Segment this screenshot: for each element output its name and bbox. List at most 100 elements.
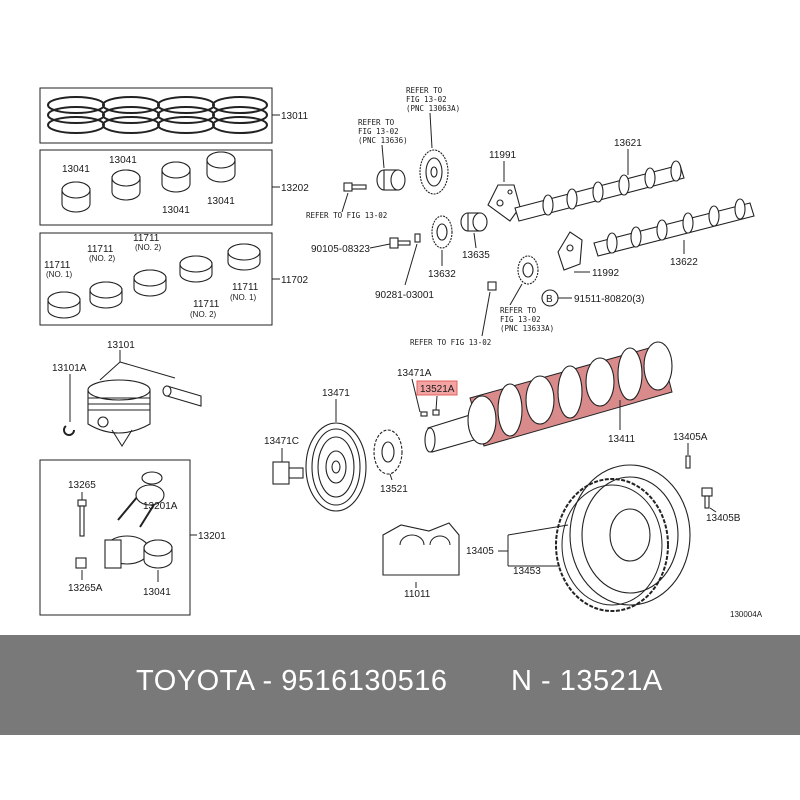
label-13265a: 13265A [68,583,103,594]
piston-pin-icon [162,385,202,407]
label-90105-08323: 90105-08323 [311,244,370,255]
piston-icon [87,379,151,447]
label-13632: 13632 [428,269,456,280]
label-11711-e: 11711 [232,282,259,293]
figure-code-130004a: 130004A [730,610,763,619]
label-13265: 13265 [68,480,96,491]
label-11991: 11991 [489,150,517,161]
label-11711-c-no: (NO. 2) [135,243,162,252]
label-11711-e-no: (NO. 1) [230,293,257,302]
label-11711-d-no: (NO. 2) [190,310,217,319]
label-11702: 11702 [281,275,309,286]
piston-ring-icon [47,96,268,134]
label-13622: 13622 [670,257,698,268]
camshaft-1-icon [514,160,685,222]
label-13201a: 13201A [143,501,178,512]
spacer-icon [376,169,406,191]
sprocket-icon [517,255,539,285]
bearing-shell-icon [47,243,261,319]
crankshaft-group[interactable]: 13471A 13521A 13411 13471 [264,341,763,619]
refer-label-2c: (PNC 13636) [358,136,408,145]
label-13521: 13521 [380,484,408,495]
label-13101a: 13101A [52,363,87,374]
refer-label-2a: REFER TO [358,118,395,127]
connecting-rod-icon [104,471,165,569]
label-11711-b: 11711 [87,244,114,255]
parts-exploded-diagram: 13011 13202 13041 13041 13041 13041 [39,86,763,619]
small-bolt-2-icon [487,281,497,291]
refer-label-2b: FIG 13-02 [358,127,399,136]
rod-bolt-icon [77,499,87,537]
label-90281-03001: 90281-03001 [375,290,434,301]
ring-gear-icon [555,478,669,612]
highlight-13521a[interactable]: 13521A [416,380,458,396]
label-13405a: 13405A [673,432,708,443]
label-11711-c: 11711 [133,233,160,244]
pulley-bolt-icon [272,461,304,485]
label-13041-a: 13041 [62,164,90,175]
bearing-box-11702[interactable]: 11702 11711 (NO. 1) 11711 (NO. 2) 11711 … [39,232,309,326]
label-11711-a: 11711 [44,260,71,271]
caption-bar: TOYOTA - 9516130516 N - 13521A [0,635,800,735]
connecting-rod-box[interactable]: 13201 13265 13201A 13265A 13041 [39,459,226,616]
camshaft-2-icon [593,198,755,257]
label-11711-b-no: (NO. 2) [89,254,116,263]
pin-icon [414,233,421,243]
piston-rings-box[interactable]: 13011 [39,87,309,144]
dowel-pin-icon [685,455,691,469]
bracket-icon [487,184,521,222]
refer-label-4a: REFER TO [500,306,537,315]
label-13621: 13621 [614,138,642,149]
cam-gear-icon [419,149,449,195]
label-13201: 13201 [198,531,226,542]
crank-pulley-icon [305,422,367,512]
reference-number-text: N - 13521A [511,665,663,697]
flywheel-icon [569,464,691,606]
refer-label-3: REFER TO FIG 13-02 [306,211,387,220]
refer-label-4c: (PNC 13633A) [500,324,554,333]
label-13011: 13011 [281,111,309,122]
label-13041-b: 13041 [109,155,137,166]
bolt-icon [343,182,367,192]
label-13041-rod: 13041 [143,587,171,598]
bracket-2-icon [557,231,583,271]
label-11011: 11011 [404,589,431,600]
bushing-box-13202[interactable]: 13202 13041 13041 13041 13041 [39,149,309,226]
refer-label-1b: FIG 13-02 [406,95,447,104]
label-13202: 13202 [281,183,309,194]
refer-label-1a: REFER TO [406,86,443,95]
label-13041-d: 13041 [207,196,235,207]
gear-icon [431,215,453,249]
tensioner-icon [460,212,488,232]
label-13471: 13471 [322,388,350,399]
rod-nut-icon [75,557,87,569]
label-11711-a-no: (NO. 1) [46,270,73,279]
label-11711-d: 11711 [193,299,220,310]
main-bearing-cap-icon [382,522,460,576]
marker-b-icon: B [541,289,559,307]
label-11992: 11992 [592,268,620,279]
flywheel-bolt-icon [701,487,713,509]
camshaft-timing-group[interactable]: REFER TO FIG 13-02 (PNC 13063A) REFER TO… [306,86,755,347]
label-13521a-highlighted: 13521A [420,384,455,395]
key-icon [420,409,440,417]
refer-label-5: REFER TO FIG 13-02 [410,338,491,347]
label-13471c: 13471C [264,436,299,447]
highlight-box [416,380,458,396]
small-bolt-icon [389,237,411,249]
label-13635: 13635 [462,250,490,261]
refer-label-1c: (PNC 13063A) [406,104,460,113]
label-13041-c: 13041 [162,205,190,216]
label-91511-80820: 91511-80820(3) [574,294,644,305]
bushing-icon [61,151,236,213]
label-b: B [546,294,553,305]
label-13411: 13411 [608,434,636,445]
label-13101: 13101 [107,340,135,351]
part-number-text: TOYOTA - 9516130516 [136,665,448,697]
label-13405b: 13405B [706,513,741,524]
snap-ring-icon [63,425,75,436]
rod-bearing-icon [143,539,173,569]
piston-assembly[interactable]: 13101 13101A [52,340,202,447]
label-13471a: 13471A [397,368,432,379]
label-13405: 13405 [466,546,494,557]
